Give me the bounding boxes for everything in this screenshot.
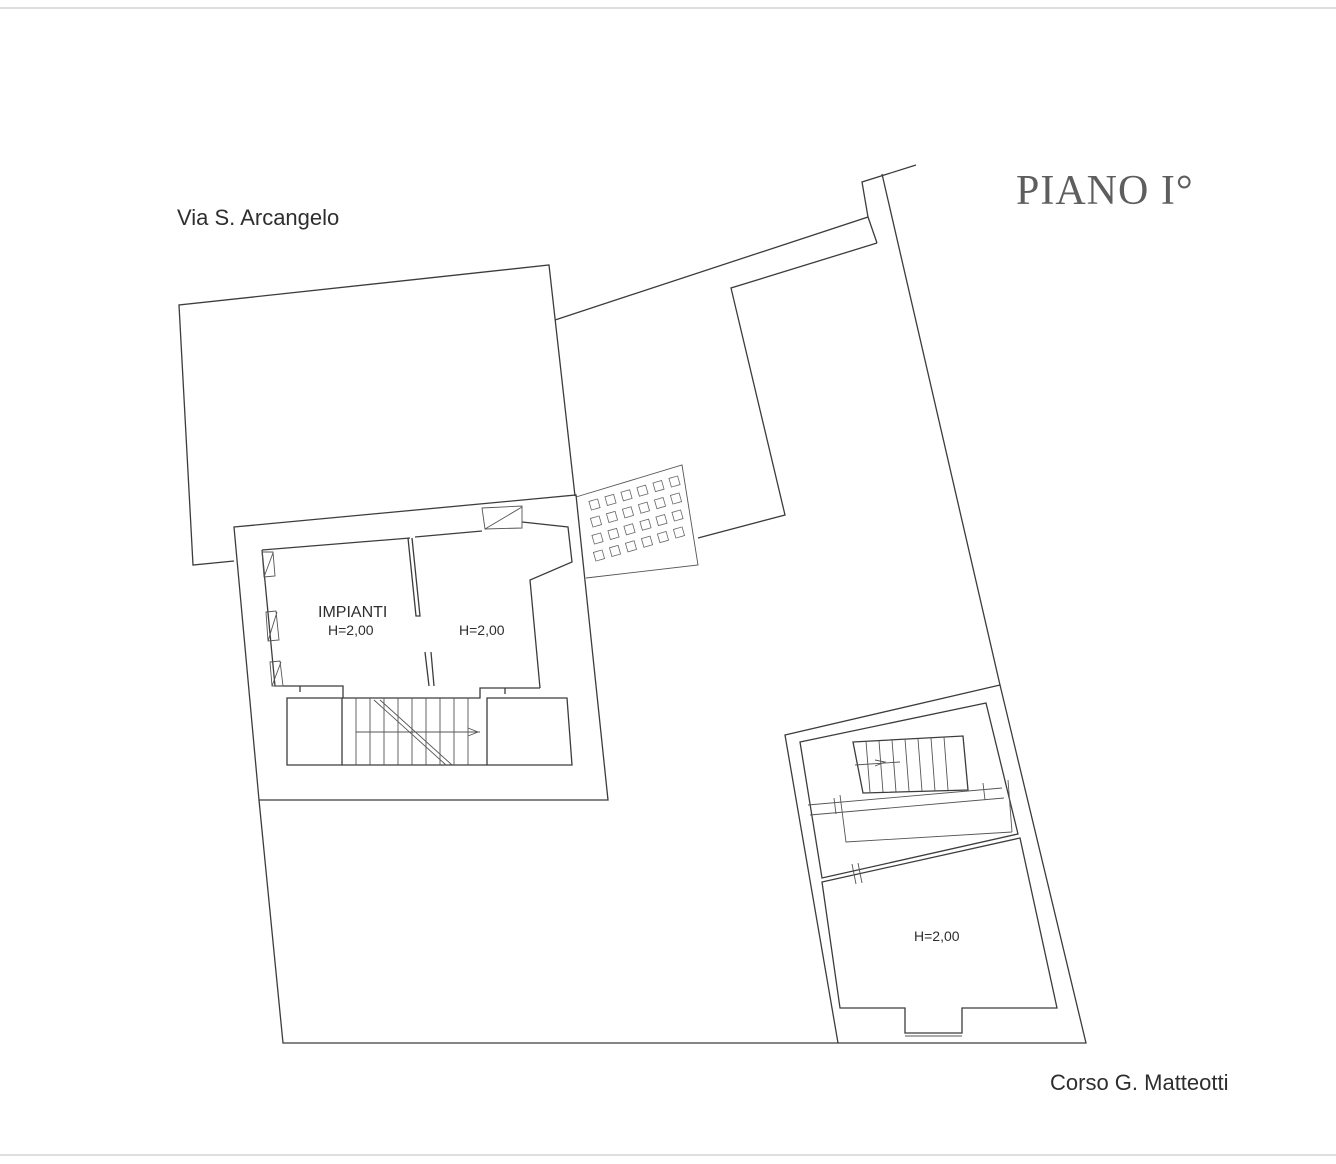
stair-east-landing — [807, 779, 1013, 843]
stair-east-box — [852, 735, 969, 794]
store-east — [486, 697, 573, 766]
grating-cell — [608, 544, 622, 557]
grating-cell — [636, 484, 649, 497]
street-label-top: Via S. Arcangelo — [177, 205, 339, 230]
stair-east-ticks — [833, 782, 986, 815]
grating-cell — [671, 509, 684, 522]
grating-cell — [652, 480, 665, 493]
stair-east-treads — [854, 736, 949, 793]
grating-cell — [653, 497, 667, 510]
service-shaft — [481, 505, 523, 530]
grating-cell — [620, 489, 633, 502]
street-label-bottom: Corso G. Matteotti — [1050, 1070, 1229, 1095]
door-opening-east — [851, 862, 962, 1037]
room-height-impianti: H=2,00 — [328, 622, 374, 638]
grating-cell — [589, 515, 603, 528]
partition-wall-upper — [407, 537, 421, 617]
grating-cell — [604, 493, 617, 506]
property-line-east — [881, 173, 1001, 686]
grating-cell — [591, 532, 604, 545]
room-height-east-lower: H=2,00 — [914, 928, 960, 944]
grating-cell — [605, 510, 619, 523]
partition-wall-lower — [424, 651, 435, 687]
stair-west — [355, 698, 480, 766]
rooms-south-edge — [287, 685, 540, 699]
building-east-upper-room — [799, 702, 1019, 879]
lot-strip-upper — [554, 164, 917, 321]
stair-west-treads — [355, 698, 480, 765]
chimney-flues — [261, 551, 284, 687]
grating-cell — [621, 506, 635, 519]
lot-north-west — [178, 264, 576, 566]
building-east-outer-wall — [784, 684, 1087, 1044]
grating-cell — [639, 518, 652, 531]
lot-south — [258, 799, 838, 1044]
grating-cell — [637, 501, 651, 514]
grating-cell — [640, 535, 654, 548]
lot-strip-lower — [697, 242, 878, 539]
building-west-inner-wall — [261, 521, 573, 689]
building-east — [784, 684, 1087, 1044]
building-west — [233, 494, 609, 801]
grating-cell — [672, 526, 686, 539]
grating-cell — [655, 514, 668, 527]
grating-cell — [623, 523, 636, 536]
store-west — [286, 697, 343, 766]
stair-west-direction — [373, 699, 480, 766]
lot-strip-end — [867, 216, 878, 244]
room-height-west-right: H=2,00 — [459, 622, 505, 638]
grating-cell — [668, 475, 681, 488]
grating-cell — [656, 531, 670, 544]
room-label-impianti: IMPIANTI — [318, 604, 387, 621]
grating-cells — [588, 475, 686, 562]
grating-cell — [624, 540, 638, 553]
plan-title: PIANO I° — [1016, 168, 1194, 214]
building-west-outer-wall — [233, 494, 609, 801]
grating-cell — [669, 492, 683, 505]
stair-east — [807, 735, 1013, 843]
grating-cell — [592, 549, 606, 562]
stair-east-direction — [874, 759, 887, 767]
grating-cell — [607, 527, 620, 540]
building-east-lower-room — [821, 837, 1058, 1034]
grating-cell — [588, 498, 601, 511]
grating-area — [575, 464, 699, 579]
site-outline — [178, 164, 1001, 1044]
grating-outline — [575, 464, 699, 579]
